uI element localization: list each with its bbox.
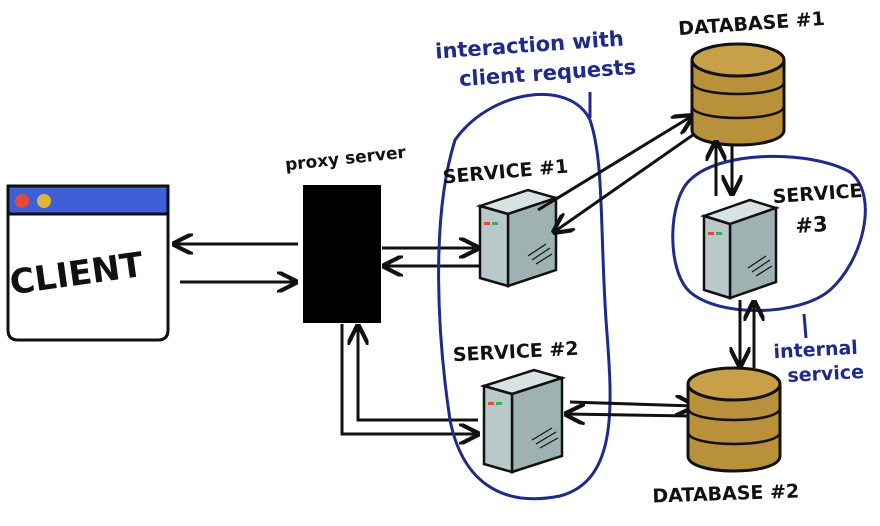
service2-to-proxy-arrow	[358, 326, 478, 422]
database1-icon	[690, 42, 786, 147]
service2-label: SERVICE #2	[452, 338, 579, 367]
service3-label-line2: #3	[795, 212, 829, 238]
proxy-to-service2-arrow	[340, 324, 478, 434]
client-requests-boundary	[437, 92, 612, 501]
browser-red-dot	[15, 194, 29, 208]
browser-title-bar	[6, 184, 170, 216]
service3-server-icon	[699, 198, 781, 300]
service2-to-db2-arrow	[569, 402, 694, 406]
db2-to-service2-arrow	[566, 414, 691, 416]
proxy-server-box	[303, 185, 381, 323]
proxy-label: proxy server	[284, 143, 407, 176]
interaction-annotation-line2: client requests	[458, 55, 636, 91]
browser-yellow-dot	[37, 194, 51, 208]
db1-to-service1-arrow	[554, 128, 701, 232]
db1-label: DATABASE #1	[678, 8, 826, 40]
database2-icon	[686, 366, 782, 473]
annotation-leader-2	[802, 313, 808, 339]
service3-label-line1: SERVICE	[772, 180, 863, 208]
db2-label: DATABASE #2	[652, 480, 799, 507]
internal-annotation-line1: internal	[773, 337, 858, 363]
service1-label: SERVICE #1	[442, 156, 569, 189]
internal-annotation-line2: service	[787, 361, 865, 387]
service2-server-icon	[479, 368, 567, 474]
service1-to-db1-arrow	[537, 116, 692, 212]
client-window: CLIENT	[6, 184, 170, 342]
internal-service-boundary	[671, 154, 867, 312]
